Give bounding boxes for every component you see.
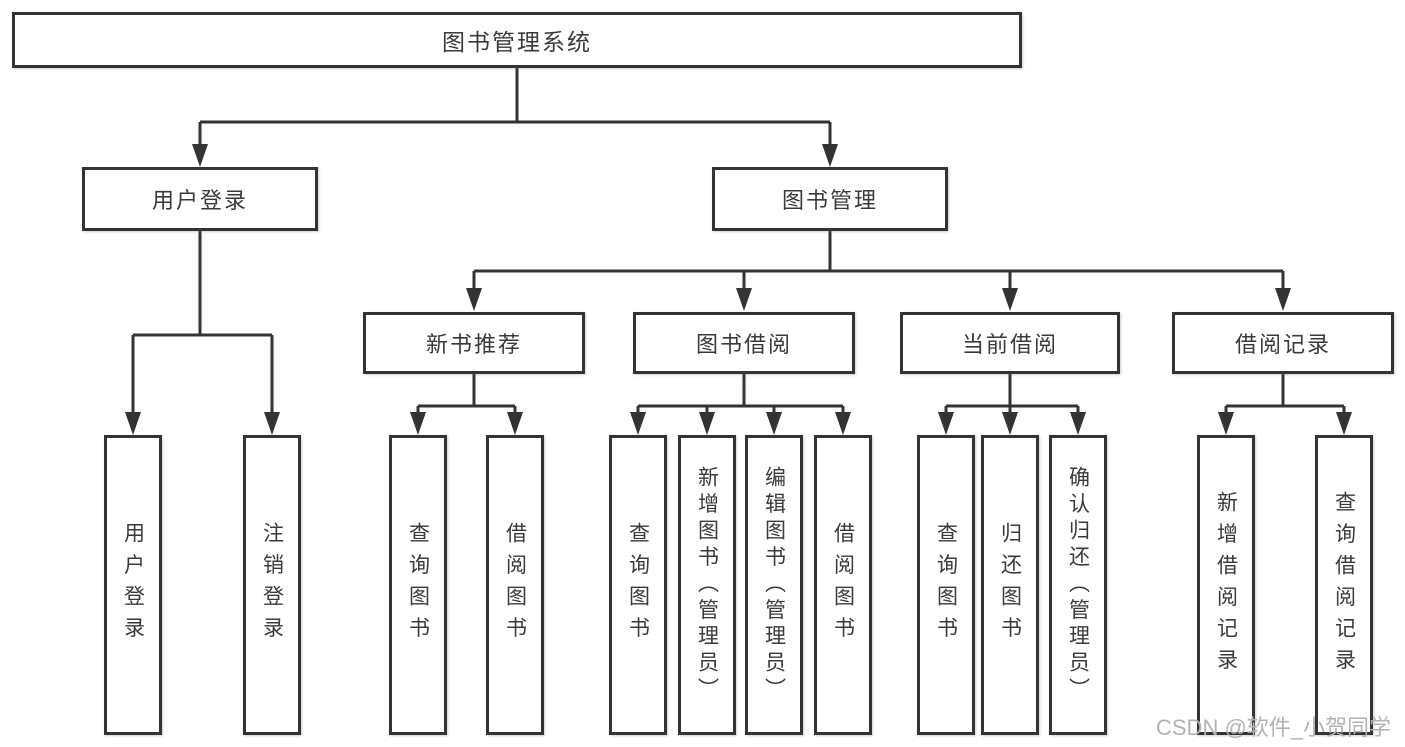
node-label: 新增图书（管理员）	[695, 465, 719, 705]
arrowhead-icon	[630, 412, 646, 435]
node-label: 注销登录	[260, 522, 284, 648]
node-label: 当前借阅	[961, 332, 1058, 357]
arrowhead-icon	[192, 144, 208, 167]
arrowhead-icon	[736, 288, 752, 311]
arrowhead-icon	[1218, 412, 1234, 435]
leaf-borrow-books-1: 借阅图书	[486, 435, 544, 735]
arrowhead-icon	[766, 412, 782, 435]
connector-new-book-rec-to-children	[410, 372, 523, 435]
node-label: 用户登录	[151, 188, 248, 213]
watermark: CSDN @软件_小贺同学	[1156, 715, 1392, 740]
arrowhead-icon	[1336, 412, 1352, 435]
leaf-query-books-3: 查询图书	[917, 435, 975, 735]
leaf-edit-books-admin: 编辑图书（管理员）	[745, 435, 803, 735]
arrowhead-icon	[1002, 288, 1018, 311]
arrowhead-icon	[835, 412, 851, 435]
node-book-management: 图书管理	[712, 167, 948, 231]
node-user-login: 用户登录	[82, 167, 318, 231]
node-label: 确认归还（管理员）	[1066, 465, 1090, 705]
node-label: 查询借阅记录	[1332, 490, 1356, 680]
arrowhead-icon	[466, 288, 482, 311]
connector-root-to-level2	[192, 66, 838, 167]
leaf-query-books-2: 查询图书	[609, 435, 667, 735]
connector-user-login-to-children	[125, 230, 280, 435]
node-book-borrow: 图书借阅	[633, 312, 855, 374]
node-label: 用户登录	[121, 522, 145, 648]
arrowhead-icon	[938, 412, 954, 435]
node-library-management-system: 图书管理系统	[12, 12, 1022, 68]
leaf-query-books-1: 查询图书	[389, 435, 447, 735]
node-label: 查询图书	[934, 522, 958, 648]
node-label: 图书借阅	[695, 332, 792, 357]
connector-book-mgmt-to-level3	[466, 230, 1291, 311]
leaf-add-borrow-record: 新增借阅记录	[1197, 435, 1255, 735]
arrowhead-icon	[125, 412, 141, 435]
connector-borrow-records-to-children	[1218, 372, 1352, 435]
connector-current-borrow-to-children	[938, 372, 1086, 435]
arrowhead-icon	[1002, 412, 1018, 435]
node-label: 图书管理系统	[442, 29, 592, 55]
node-label: 图书管理	[781, 188, 878, 213]
leaf-confirm-return-admin: 确认归还（管理员）	[1049, 435, 1107, 735]
node-label: 新书推荐	[425, 332, 522, 357]
node-label: 归还图书	[998, 522, 1022, 648]
arrowhead-icon	[507, 412, 523, 435]
node-current-borrow: 当前借阅	[900, 312, 1120, 374]
leaf-add-books-admin: 新增图书（管理员）	[678, 435, 736, 735]
arrowhead-icon	[1070, 412, 1086, 435]
node-label: 新增借阅记录	[1214, 490, 1238, 680]
leaf-query-borrow-record: 查询借阅记录	[1315, 435, 1373, 735]
node-borrow-records: 借阅记录	[1172, 312, 1394, 374]
arrowhead-icon	[264, 412, 280, 435]
arrowhead-icon	[1275, 288, 1291, 311]
arrowhead-icon	[699, 412, 715, 435]
leaf-user-login: 用户登录	[104, 435, 162, 735]
node-label: 查询图书	[626, 522, 650, 648]
node-label: 借阅记录	[1234, 332, 1331, 357]
node-label: 查询图书	[406, 522, 430, 648]
connector-book-borrow-to-children	[630, 372, 851, 435]
leaf-logout: 注销登录	[243, 435, 301, 735]
node-label: 借阅图书	[503, 522, 527, 648]
node-label: 借阅图书	[831, 522, 855, 648]
arrowhead-icon	[410, 412, 426, 435]
leaf-borrow-books-2: 借阅图书	[814, 435, 872, 735]
arrowhead-icon	[822, 144, 838, 167]
node-label: 编辑图书（管理员）	[762, 465, 786, 705]
leaf-return-books: 归还图书	[981, 435, 1039, 735]
node-new-book-recommend: 新书推荐	[363, 312, 585, 374]
